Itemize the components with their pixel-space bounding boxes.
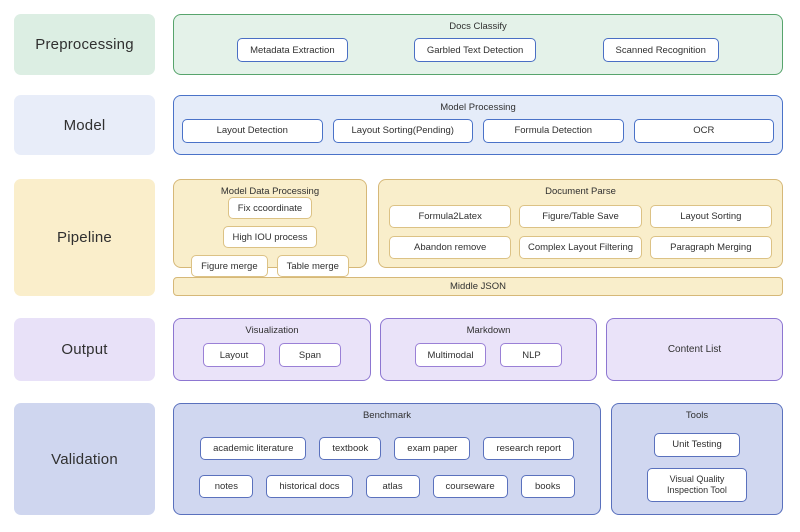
chip-high-iou-process: High IOU process [222,226,318,248]
chip-layout-sorting-pending: Layout Sorting(Pending) [332,118,473,143]
chip-academic-literature: academic literature [200,436,307,460]
stage-label-preprocessing: Preprocessing [14,14,155,75]
chip-fix-ccoordinate: Fix ccoordinate [227,197,313,219]
group-title-markdown: Markdown [466,325,511,336]
stage-label-output: Output [14,318,155,381]
row-validation: Validation Benchmark academic literature… [14,403,783,515]
chip-abandon-remove: Abandon remove [389,236,512,259]
group-title-docs-classify: Docs Classify [449,21,507,32]
chip-figure-table-save: Figure/Table Save [519,205,642,228]
chip-courseware: courseware [432,475,508,499]
chip-exam-paper: exam paper [394,436,471,460]
docs-classify-chips: Metadata Extraction Garbled Text Detecti… [174,34,782,66]
row-pipeline-content: Model Data Processing Fix ccoordinate Hi… [173,179,783,296]
row-model: Model Model Processing Layout Detection … [14,95,783,155]
chip-notes: notes [199,475,254,499]
pipeline-groups: Model Data Processing Fix ccoordinate Hi… [173,179,783,277]
group-title-benchmark: Benchmark [362,410,412,421]
group-title-tools: Tools [685,410,709,421]
chip-nlp: NLP [500,343,563,367]
row-model-content: Model Processing Layout Detection Layout… [173,95,783,155]
row-preprocessing: Preprocessing Docs Classify Metadata Ext… [14,14,783,75]
middle-json-bar: Middle JSON [173,277,783,296]
group-visualization: Visualization Layout Span [173,318,371,381]
model-processing-chips: Layout Detection Layout Sorting(Pending)… [174,115,782,146]
chip-research-report: research report [483,436,574,460]
stage-label-validation: Validation [14,403,155,515]
chip-layout: Layout [203,343,265,367]
row-output: Output Visualization Layout Span Markdow… [14,318,783,381]
benchmark-chips: academic literature textbook exam paper … [174,421,600,514]
group-model-data-processing: Model Data Processing Fix ccoordinate Hi… [173,179,367,277]
chip-formula2latex: Formula2Latex [389,205,512,228]
group-title-document-parse: Document Parse [545,186,616,197]
chip-scanned-recognition: Scanned Recognition [602,38,719,62]
chip-visual-quality-inspection-tool: Visual Quality Inspection Tool [647,468,747,503]
row-pipeline: Pipeline Model Data Processing Fix ccoor… [14,179,783,296]
group-tools: Tools Unit Testing Visual Quality Inspec… [611,403,783,515]
group-title-model-data-processing: Model Data Processing [220,186,320,197]
tools-chips: Unit Testing Visual Quality Inspection T… [612,421,782,514]
group-model-processing: Model Processing Layout Detection Layout… [173,95,783,155]
chip-complex-layout-filtering: Complex Layout Filtering [519,236,642,259]
row-validation-content: Benchmark academic literature textbook e… [173,403,783,515]
chip-textbook: textbook [319,436,382,460]
chip-layout-detection: Layout Detection [182,118,323,143]
chip-ocr: OCR [633,118,774,143]
markdown-chips: Multimodal NLP [381,338,596,372]
group-title-visualization: Visualization [245,325,299,336]
group-benchmark: Benchmark academic literature textbook e… [173,403,601,515]
chip-garbled-text-detection: Garbled Text Detection [413,38,537,62]
chip-figure-merge: Figure merge [191,255,268,277]
document-parse-row-2: Abandon remove Complex Layout Filtering … [379,236,782,259]
chip-metadata-extraction: Metadata Extraction [237,38,348,62]
row-output-content: Visualization Layout Span Markdown Multi… [173,318,783,381]
row-preprocessing-content: Docs Classify Metadata Extraction Garble… [173,14,783,75]
document-parse-chips: Formula2Latex Figure/Table Save Layout S… [379,197,782,267]
group-docs-classify: Docs Classify Metadata Extraction Garble… [173,14,783,75]
benchmark-row-1: academic literature textbook exam paper … [174,436,600,460]
stage-label-pipeline: Pipeline [14,179,155,296]
chip-multimodal: Multimodal [414,343,487,367]
chip-layout-sorting: Layout Sorting [649,205,772,228]
group-title-model-processing: Model Processing [440,102,516,113]
group-markdown: Markdown Multimodal NLP [380,318,597,381]
visualization-chips: Layout Span [174,338,370,372]
chip-historical-docs: historical docs [266,475,353,499]
group-document-parse: Document Parse Formula2Latex Figure/Tabl… [378,179,783,268]
document-parse-row-1: Formula2Latex Figure/Table Save Layout S… [379,205,782,228]
group-title-content-list: Content List [667,344,722,355]
chip-unit-testing: Unit Testing [654,432,740,457]
chip-atlas: atlas [365,475,420,499]
model-data-processing-chips: Fix ccoordinate High IOU process Figure … [174,197,366,277]
chip-table-merge: Table merge [276,255,349,277]
group-content-list: Content List [606,318,783,381]
stage-label-model: Model [14,95,155,155]
benchmark-row-2: notes historical docs atlas courseware b… [174,475,600,499]
chip-books: books [520,475,575,499]
chip-span: Span [279,343,341,367]
chip-paragraph-merging: Paragraph Merging [649,236,772,259]
chip-formula-detection: Formula Detection [483,118,624,143]
